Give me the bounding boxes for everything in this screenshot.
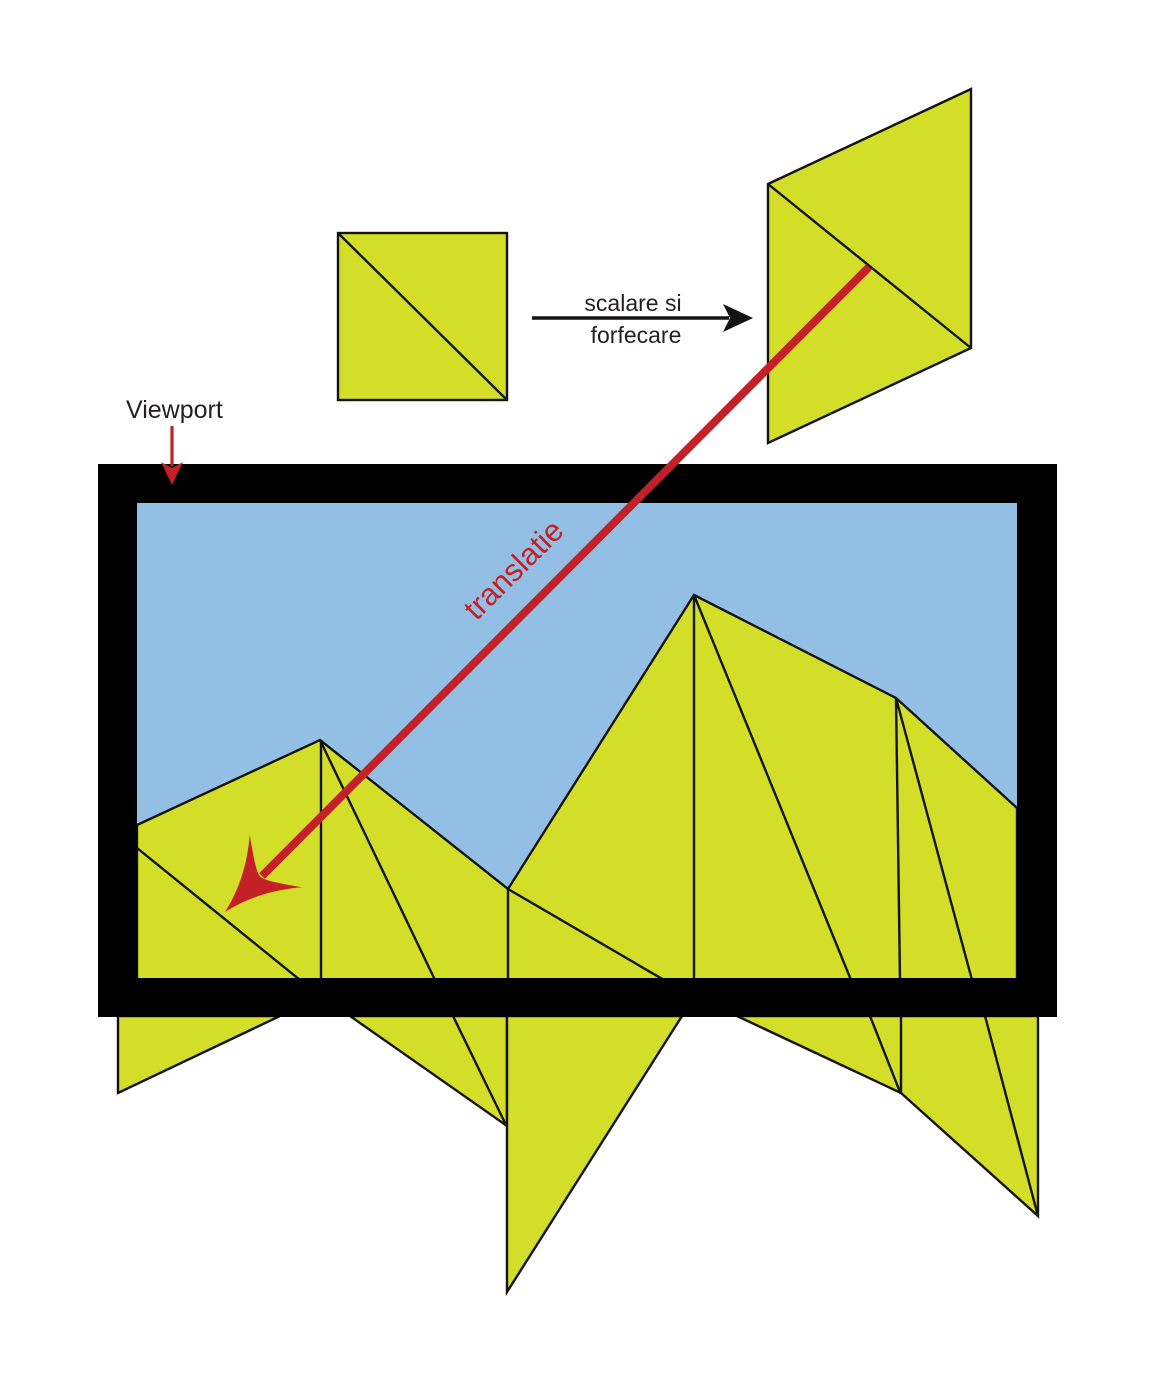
- below-frame-inner-edge-2: [868, 1015, 902, 1093]
- viewport-pointer-arrowhead-icon: [161, 462, 183, 485]
- scale-shear-label-line2: forfecare: [591, 322, 682, 348]
- clipped-out-geometry: [116, 1014, 1040, 1297]
- below-frame-triangle-left: [116, 1014, 281, 1095]
- mountain-edge-leftpeak-diagonal: [318, 739, 436, 978]
- below-frame-spike: [505, 1014, 685, 1297]
- mountain-edge-valley-diagonal: [507, 887, 663, 978]
- translation-arrow-shaft: [259, 264, 872, 879]
- below-frame-inner-edge-4: [983, 1015, 1040, 1217]
- translation-arrowhead-icon: [225, 834, 303, 912]
- below-frame-wedge-middle: [346, 1014, 509, 1129]
- scale-shear-label-line1: scalare si: [584, 290, 681, 316]
- unit-square-diagonal: [337, 232, 508, 401]
- parallelogram-diagonal: [767, 183, 972, 349]
- mountain-scene: [137, 593, 1017, 978]
- sheared-parallelogram-group: [766, 87, 973, 445]
- viewport-label: Viewport: [126, 396, 223, 424]
- mountain-edge-bend-vertical: [894, 697, 902, 978]
- unit-square-group: [336, 231, 509, 402]
- mountain-edge-left-diagonal: [137, 847, 300, 978]
- scale-shear-arrowhead-icon: [723, 304, 753, 332]
- scale-shear-arrow-group: scalare si forfecare: [532, 290, 753, 348]
- mountain-edge-bigpeak-diagonal: [692, 594, 852, 978]
- viewport-label-group: Viewport: [126, 396, 223, 485]
- below-frame-inner-edge-1: [451, 1015, 508, 1126]
- mountain-edge-bend-diagonal: [894, 697, 973, 978]
